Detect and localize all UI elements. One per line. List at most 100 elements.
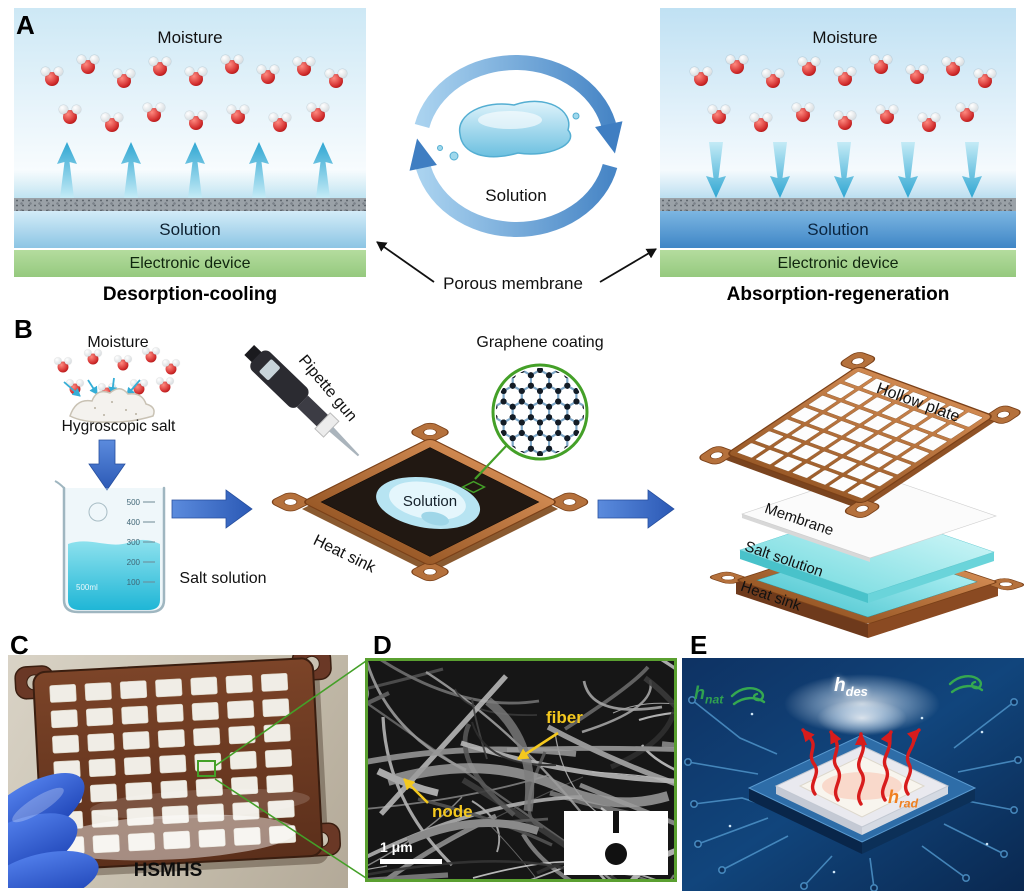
porous-membrane-layer-left (14, 198, 366, 211)
water-molecule (726, 55, 748, 74)
water-molecule (162, 359, 180, 375)
panel-e-illustration: hnat hdes hrad (682, 658, 1024, 891)
solution-label-desorption: Solution (159, 219, 221, 239)
beaker-mark: 100 (127, 578, 141, 587)
water-molecule (690, 67, 712, 86)
panel-c-photo: HSMHS (8, 655, 348, 888)
panel-d-letter: D (373, 630, 392, 660)
water-molecule (221, 55, 243, 74)
heat-sink-tray (271, 422, 589, 582)
water-molecule (792, 103, 814, 122)
water-molecule (834, 67, 856, 86)
device-label-right: Electronic device (777, 254, 899, 272)
salt-solution-liquid (68, 539, 160, 610)
blue-glove (8, 772, 99, 888)
process-arrow-down (88, 439, 126, 491)
fiber-arrow (517, 731, 559, 761)
solution-puddle (458, 100, 572, 158)
water-molecule (185, 111, 207, 130)
water-molecule (762, 69, 784, 88)
cycle-solution-label: Solution (485, 186, 547, 205)
water-molecule (41, 67, 63, 86)
water-droplet (605, 843, 627, 865)
heat-radiation-arrows (801, 728, 921, 806)
panel-b-scene: 500 400 300 200 100 500ml (54, 344, 1024, 638)
vapor-arrows-up (57, 142, 333, 198)
desorption-caption: Desorption-cooling (102, 284, 278, 305)
sem-micrograph (368, 661, 674, 879)
water-molecule (185, 67, 207, 86)
beaker-volume-label: 500ml (76, 583, 98, 592)
water-molecule (113, 69, 135, 88)
water-molecule (156, 377, 174, 393)
water-molecule (269, 113, 291, 132)
water-molecule (325, 69, 347, 88)
water-molecule (956, 103, 978, 122)
water-molecule (834, 111, 856, 130)
hsmhs-device-photo (8, 655, 341, 888)
h-des-label: hdes (834, 675, 868, 699)
water-molecule (54, 357, 72, 373)
moisture-label-b: Moisture (87, 334, 149, 351)
solution-cycle-graphic (376, 55, 657, 283)
salt-solution-label: Salt solution (179, 570, 267, 587)
vapor-arrows-down (706, 142, 982, 198)
droplet (449, 151, 459, 161)
electronic-device-layer-left: Electronic device (14, 250, 366, 277)
water-molecules-absorption (664, 52, 1014, 147)
water-molecule (906, 65, 928, 84)
node-arrow (403, 778, 429, 804)
water-molecule (798, 57, 820, 76)
porous-membrane-layer-right (660, 198, 1016, 211)
vapor-mist-core (817, 700, 907, 736)
beaker-mark: 300 (127, 538, 141, 547)
panel-c-letter: C (10, 630, 29, 660)
water-molecule (750, 113, 772, 132)
pipette-gun (244, 344, 360, 457)
beaker-mark: 400 (127, 518, 141, 527)
droplet (437, 145, 443, 151)
solution-layer-desorption: Solution (14, 211, 366, 248)
beaker-mark: 500 (127, 498, 141, 507)
wind-icon-right (948, 675, 984, 694)
graphene-inset-circle (491, 363, 589, 461)
solution-label-absorption: Solution (807, 219, 869, 239)
contact-angle-inset (564, 811, 668, 875)
water-molecule (84, 349, 102, 365)
puddle-highlight (478, 111, 542, 129)
moisture-to-salt-arrows (63, 377, 141, 397)
salt-speckles (94, 401, 137, 416)
water-molecule (149, 57, 171, 76)
graphene-marker-box (461, 480, 487, 494)
process-arrow-2 (597, 489, 675, 529)
needle (613, 811, 619, 833)
beaker: 500 400 300 200 100 500ml (54, 480, 166, 614)
water-molecule (942, 57, 964, 76)
water-molecule (974, 69, 996, 88)
water-molecule (708, 105, 730, 124)
water-molecule (918, 113, 940, 132)
cycle-arrow-top (414, 55, 623, 154)
device-label-left: Electronic device (129, 254, 251, 272)
wind-icon-left (730, 687, 766, 706)
absorption-caption: Absorption-regeneration (726, 284, 950, 305)
water-molecule (130, 379, 148, 395)
scale-bar-label: 1 μm (380, 839, 413, 855)
water-molecules-desorption (15, 52, 365, 147)
zoom-region-box (197, 760, 216, 777)
droplet (572, 112, 580, 120)
water-molecule (870, 55, 892, 74)
water-molecule (114, 355, 132, 371)
hygroscopic-salt-pile (69, 388, 155, 423)
porous-membrane-label: Porous membrane (443, 274, 583, 293)
moisture-label-desorption: Moisture (157, 28, 223, 47)
stack-hollow-plate (699, 352, 1021, 518)
graphene-lattice (496, 368, 584, 456)
hsmhs-caption: HSMHS (133, 860, 203, 881)
process-arrow-1 (171, 489, 253, 529)
water-molecule (59, 105, 81, 124)
circuit-traces (683, 695, 1022, 891)
chip-scene (682, 658, 1024, 891)
graphene-coating-label: Graphene coating (476, 334, 604, 351)
